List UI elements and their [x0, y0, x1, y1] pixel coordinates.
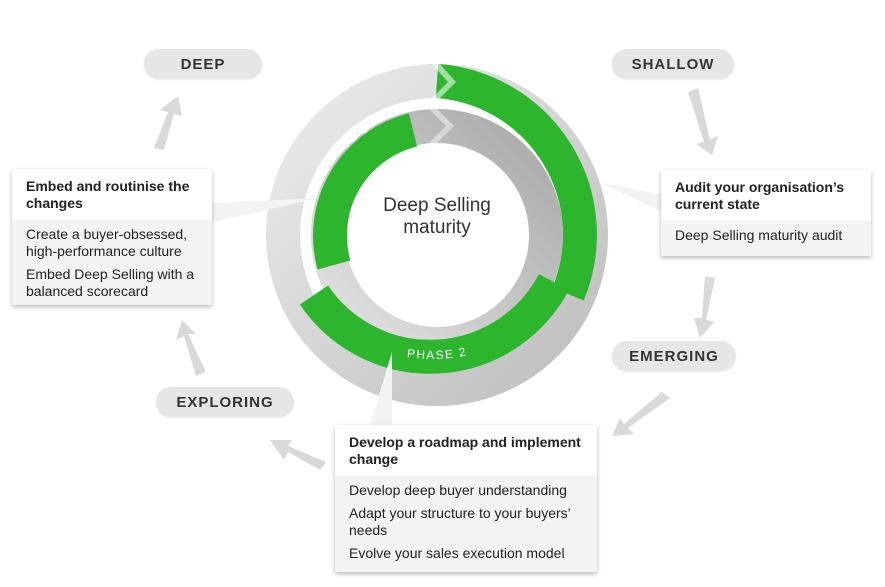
card-roadmap-item: Develop deep buyer understanding: [349, 482, 567, 498]
card-embed: Embed and routinise the changes Create a…: [12, 169, 212, 305]
stage-shallow: SHALLOW: [612, 49, 734, 79]
center-title-line1: Deep Selling: [383, 195, 491, 216]
stage-emerging: EMERGING: [612, 341, 736, 371]
center-title-line2: maturity: [403, 217, 471, 238]
phase3-arc: [313, 113, 418, 270]
card-audit-item: Deep Selling maturity audit: [675, 227, 843, 243]
center-title: Deep Selling maturity: [357, 195, 517, 239]
arrow-audit-to-emerging: [694, 276, 715, 338]
callout-pointer-embed: [212, 198, 320, 222]
card-roadmap-item: Adapt your structure to your buyers’ nee…: [349, 505, 571, 538]
arrow-exploring-to-embed: [176, 320, 206, 376]
outer-ring-chevron: [430, 62, 456, 100]
callout-pointer-roadmap: [370, 352, 392, 425]
card-roadmap: Develop a roadmap and implement change D…: [335, 425, 597, 572]
callout-pointer-audit: [600, 182, 662, 212]
card-embed-title: Embed and routinise the changes: [12, 169, 212, 220]
phase1-outer-arc: [435, 64, 597, 301]
card-audit-title: Audit your organisation’s current state: [661, 170, 871, 221]
card-roadmap-title: Develop a roadmap and implement change: [335, 425, 597, 476]
card-embed-item: Embed Deep Selling with a balanced score…: [26, 266, 195, 299]
card-audit: Audit your organisation’s current state …: [661, 170, 871, 256]
arrow-roadmap-to-exploring: [270, 440, 326, 470]
card-embed-item: Create a buyer-obsessed, high-performanc…: [26, 226, 188, 259]
stage-deep: DEEP: [144, 49, 262, 79]
cycle-arrows: [154, 88, 718, 470]
svg-text:PHASE 2: PHASE 2: [406, 344, 468, 362]
phase2-label: PHASE 2: [406, 344, 466, 362]
inner-ring-chevron: [428, 108, 454, 144]
arrow-shallow-to-audit: [688, 88, 718, 155]
arrow-emerging-to-roadmap: [612, 392, 670, 436]
card-roadmap-item: Evolve your sales execution model: [349, 545, 565, 561]
phase2-arc: [299, 273, 570, 374]
arrow-embed-to-deep: [154, 96, 182, 150]
stage-exploring: EXPLORING: [156, 387, 294, 417]
center-disc: [347, 145, 527, 325]
